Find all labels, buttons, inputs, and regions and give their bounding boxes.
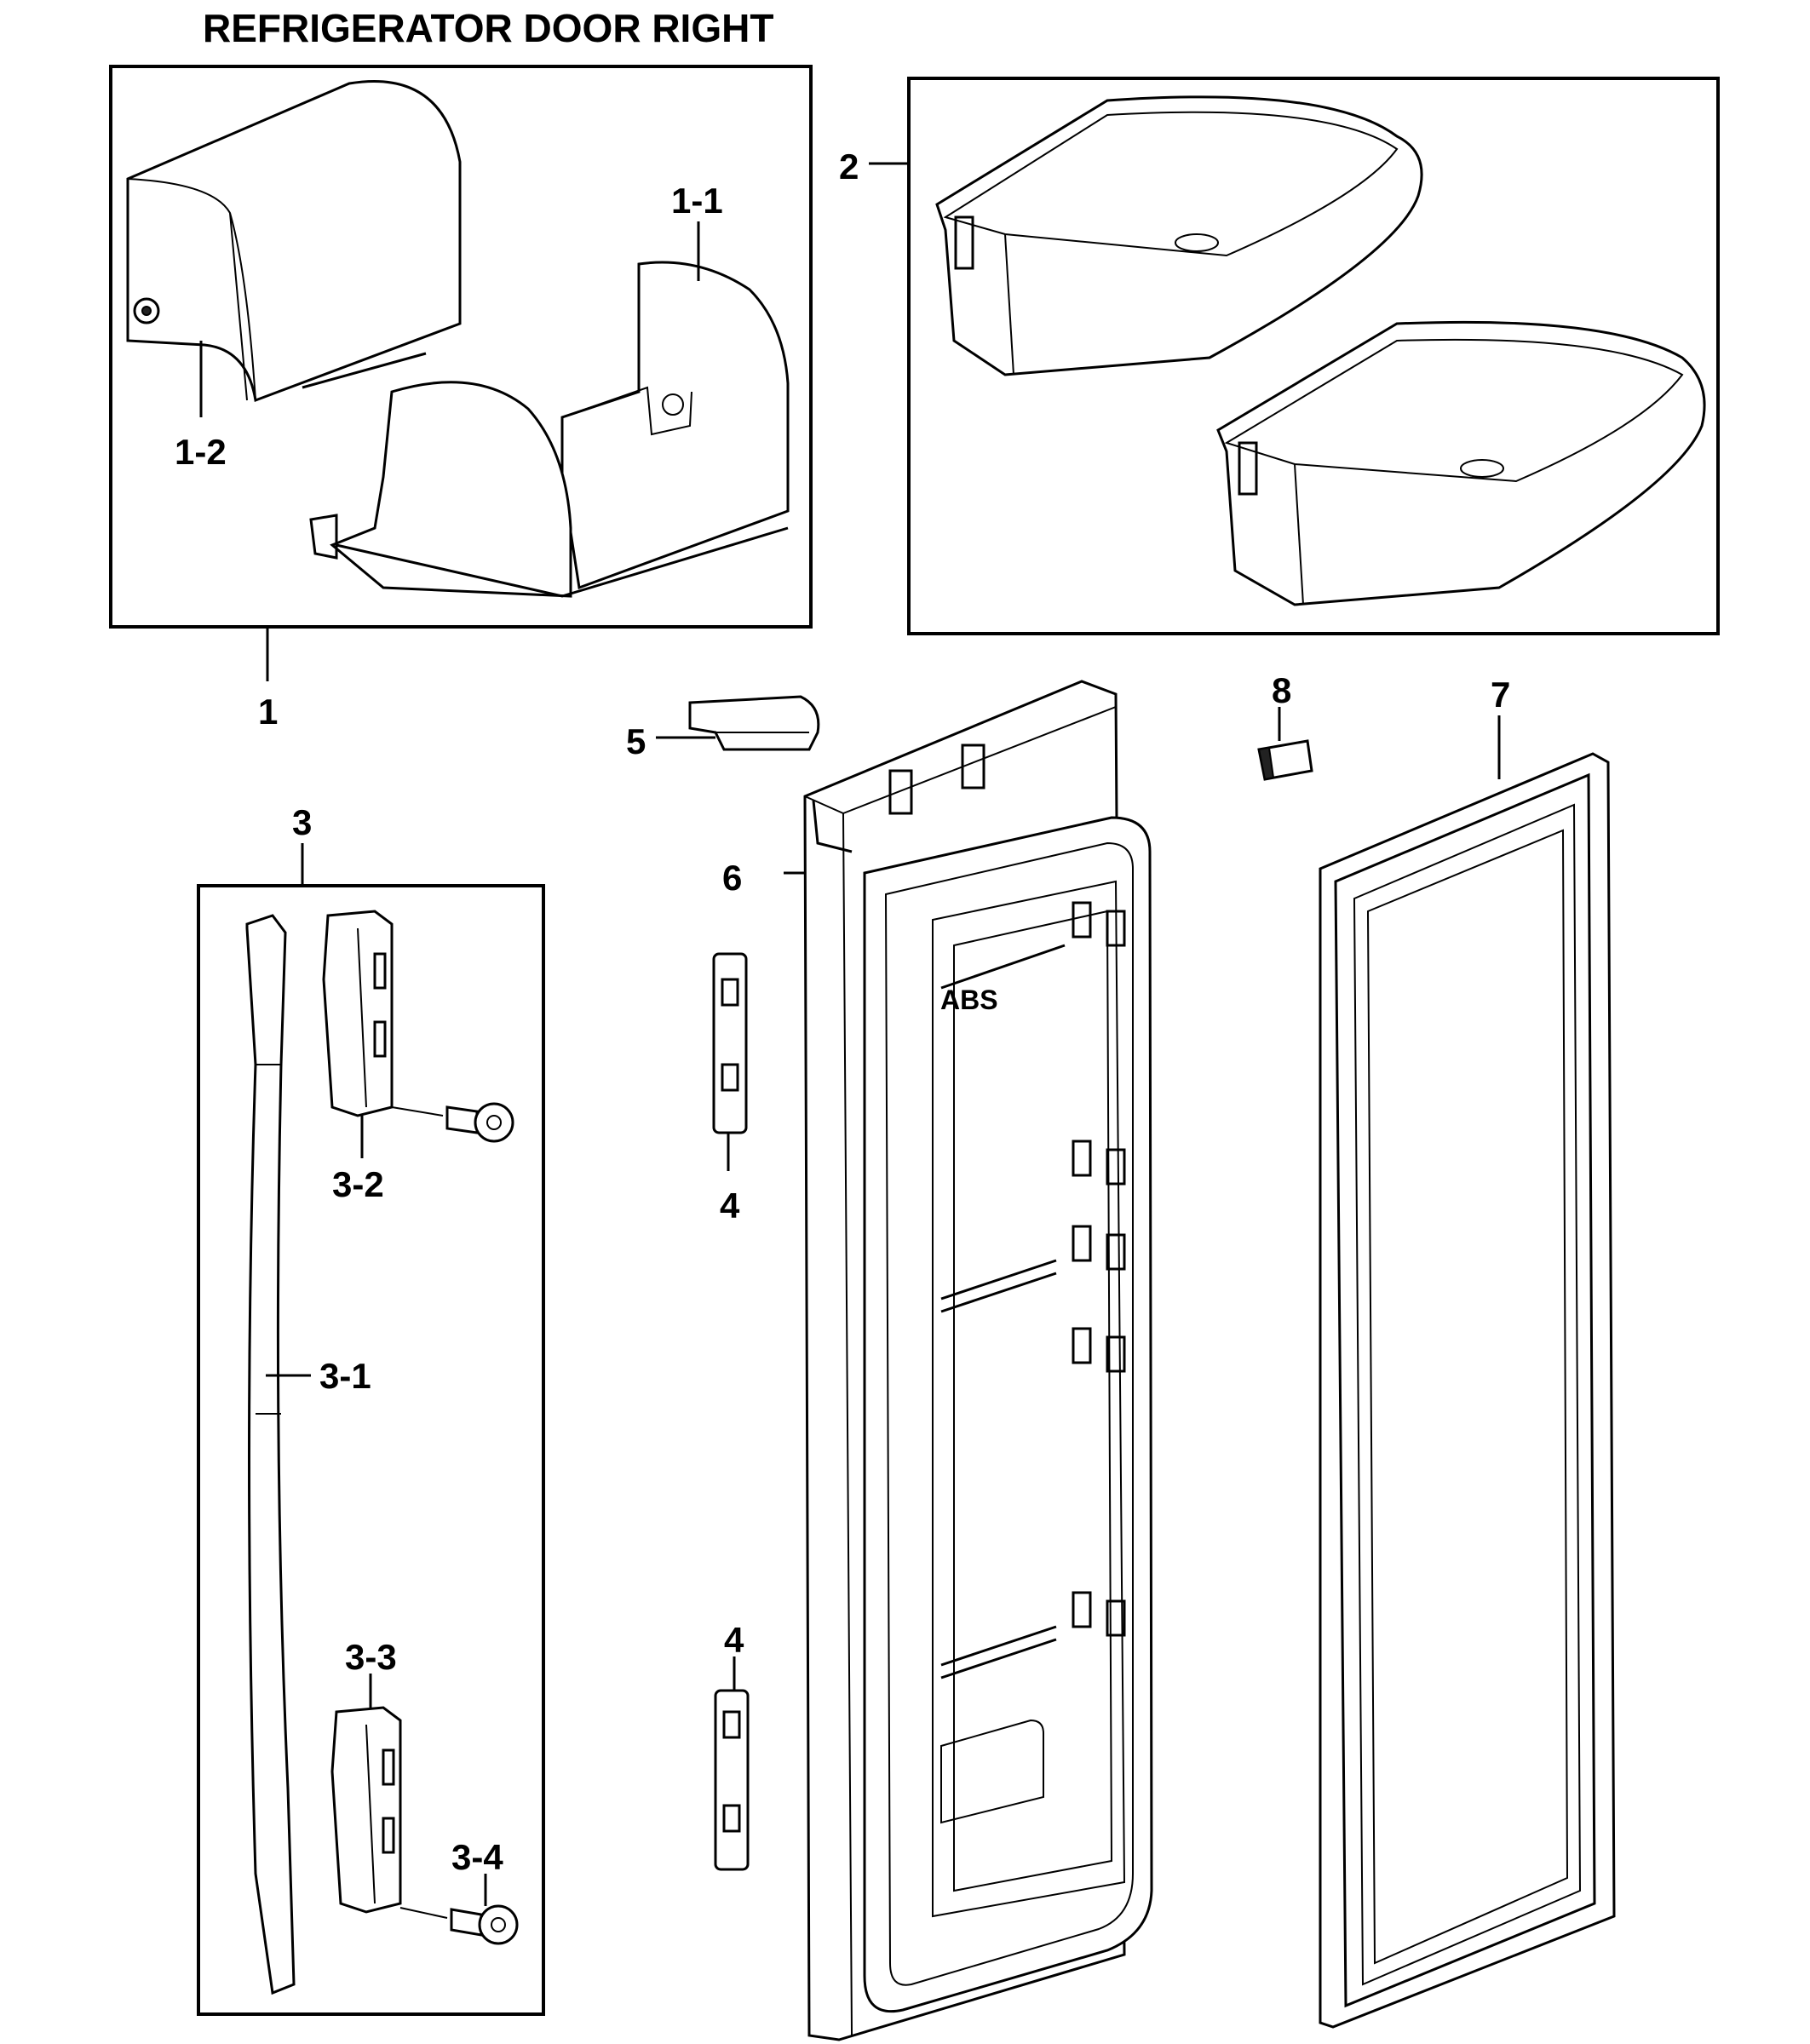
part-3-4-screw[interactable] (399, 1874, 519, 1945)
callout-6: 6 (722, 858, 742, 898)
part-1-1-bin[interactable] (309, 221, 790, 598)
callout-1-1: 1-1 (671, 181, 723, 221)
callout-7: 7 (1491, 675, 1510, 715)
part-4-stop-lower[interactable] (714, 1656, 750, 1871)
part-2-bins[interactable] (935, 95, 1706, 606)
callout-2: 2 (839, 146, 859, 187)
part-3-3-bracket[interactable] (330, 1674, 402, 1914)
part-7-gasket[interactable] (1319, 715, 1616, 2029)
callout-1-2: 1-2 (175, 432, 227, 472)
callout-8: 8 (1272, 670, 1291, 710)
part-8-switch[interactable] (1257, 707, 1313, 781)
part-3-2-bracket[interactable] (322, 910, 394, 1158)
diagram-title: REFRIGERATOR DOOR RIGHT (203, 6, 774, 50)
part-1-2-cover[interactable] (126, 79, 462, 417)
part-3-1-handle[interactable] (245, 914, 311, 1995)
callout-5: 5 (626, 721, 646, 761)
part-6-door[interactable]: ABS (784, 680, 1153, 2041)
callout-3-2: 3-2 (332, 1164, 384, 1204)
part-5-hinge-cover[interactable] (656, 695, 820, 751)
callout-3-3: 3-3 (345, 1637, 397, 1677)
part-4-stop-upper[interactable] (712, 952, 748, 1171)
callout-4-upper: 4 (720, 1186, 740, 1226)
callout-1: 1 (258, 692, 278, 732)
group-1-box (109, 65, 813, 681)
callout-3: 3 (292, 802, 312, 842)
callout-4-lower: 4 (724, 1620, 744, 1660)
callout-3-4: 3-4 (451, 1837, 503, 1877)
door-marking: ABS (940, 985, 998, 1015)
group-2-box (869, 77, 1720, 635)
callout-3-1: 3-1 (319, 1356, 371, 1396)
group-3-box (197, 843, 545, 2016)
callout-labels: 1 1-1 1-2 2 3 3-1 3-2 3-3 3-4 4 4 5 6 7 … (175, 146, 1510, 1877)
screw-top[interactable] (391, 1102, 514, 1143)
